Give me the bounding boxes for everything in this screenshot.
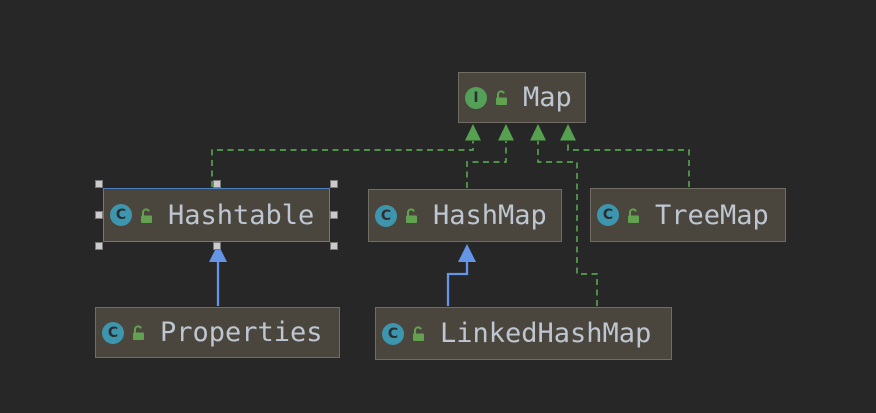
selection-handle[interactable] bbox=[95, 242, 103, 250]
arrowhead-icon bbox=[530, 124, 546, 141]
edge-linkedhashmap-map-implements[interactable] bbox=[530, 124, 598, 306]
edge-treemap-map-implements[interactable] bbox=[560, 124, 690, 187]
selection-handle[interactable] bbox=[212, 180, 221, 188]
interface-node-map[interactable]: I Map bbox=[458, 72, 586, 123]
edge-hashtable-map-implements[interactable] bbox=[211, 124, 481, 187]
node-label: HashMap bbox=[433, 200, 547, 231]
edge-line bbox=[567, 141, 690, 187]
public-unlocked-icon bbox=[133, 325, 144, 340]
selection-handle[interactable] bbox=[95, 211, 103, 219]
edge-line bbox=[211, 141, 474, 187]
class-icon: C bbox=[110, 204, 132, 226]
arrowhead-icon bbox=[209, 244, 227, 262]
selection-handle[interactable] bbox=[330, 180, 338, 188]
public-unlocked-icon bbox=[406, 208, 417, 223]
selection-handle[interactable] bbox=[330, 242, 338, 250]
selection-handle[interactable] bbox=[212, 242, 221, 250]
class-icon: C bbox=[375, 204, 397, 227]
edge-line bbox=[466, 141, 507, 188]
class-icon: C bbox=[382, 322, 404, 345]
public-unlocked-icon bbox=[413, 326, 424, 341]
edge-line bbox=[537, 141, 598, 306]
class-icon: C bbox=[597, 204, 619, 226]
selection-handle[interactable] bbox=[95, 180, 103, 188]
arrowhead-icon bbox=[498, 124, 514, 141]
node-label: Map bbox=[523, 82, 572, 113]
selection-handle[interactable] bbox=[330, 211, 338, 219]
node-label: LinkedHashMap bbox=[440, 318, 652, 349]
edge-line bbox=[446, 261, 469, 306]
node-label: Properties bbox=[160, 317, 323, 348]
node-label: Hashtable bbox=[168, 199, 315, 231]
class-node-linkedhashmap[interactable]: C LinkedHashMap bbox=[375, 307, 672, 360]
class-node-treemap[interactable]: C TreeMap bbox=[590, 188, 786, 242]
arrowhead-icon bbox=[458, 244, 476, 262]
class-node-hashmap[interactable]: C HashMap bbox=[368, 189, 562, 242]
edge-linkedhashmap-hashmap-extends[interactable] bbox=[446, 244, 476, 306]
arrowhead-icon bbox=[560, 124, 576, 141]
class-node-properties[interactable]: C Properties bbox=[95, 307, 340, 358]
node-label: TreeMap bbox=[655, 199, 769, 231]
public-unlocked-icon bbox=[141, 207, 152, 223]
public-unlocked-icon bbox=[628, 207, 639, 223]
interface-icon: I bbox=[465, 86, 487, 109]
class-node-hashtable[interactable]: C Hashtable bbox=[95, 180, 338, 250]
edge-hashmap-map-implements[interactable] bbox=[466, 124, 514, 188]
class-icon: C bbox=[102, 321, 124, 344]
arrowhead-icon bbox=[465, 124, 481, 141]
public-unlocked-icon bbox=[496, 90, 507, 105]
edge-properties-hashtable-extends[interactable] bbox=[209, 244, 227, 306]
